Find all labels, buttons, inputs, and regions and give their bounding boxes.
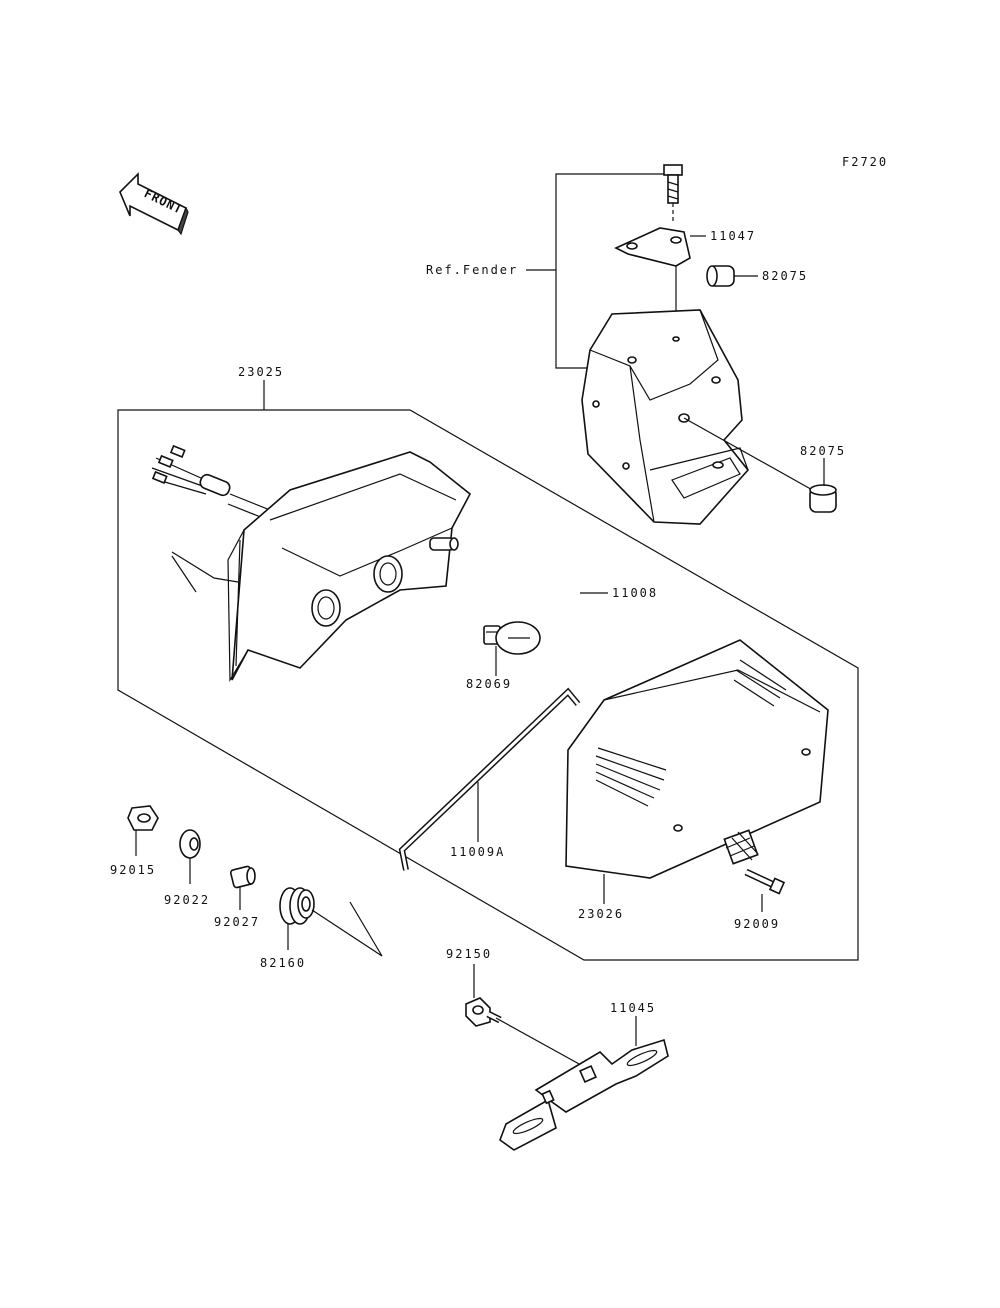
- label-92022: 92022: [164, 893, 210, 907]
- lamp-base-icon: [171, 451, 472, 683]
- label-82160: 82160: [260, 956, 306, 970]
- figure-code: F2720: [842, 155, 888, 169]
- nut-92015-icon: [127, 805, 159, 831]
- label-23026: 23026: [578, 907, 624, 921]
- kit-23025-outline: [117, 409, 859, 961]
- label-82075-lower: 82075: [800, 444, 846, 458]
- screw-92009-icon: [744, 868, 786, 895]
- ref-fender-label: Ref.Fender: [426, 263, 518, 277]
- lens-23026-icon: [565, 639, 829, 879]
- bolt-92150-icon: [465, 997, 591, 1071]
- label-11045: 11045: [610, 1001, 656, 1015]
- bulb-82069-icon: [483, 621, 541, 676]
- label-23025: 23025: [238, 365, 284, 379]
- wiring-harness-icon: [151, 444, 291, 529]
- damper-82075-top-icon: [706, 265, 735, 287]
- plate-11047-icon: [614, 227, 691, 330]
- gasket-11009A-icon: [398, 687, 581, 871]
- label-92150: 92150: [446, 947, 492, 961]
- grommet-82160-icon: [279, 887, 383, 957]
- label-92015: 92015: [110, 863, 156, 877]
- label-92009: 92009: [734, 917, 780, 931]
- ref-fender-leader: [526, 173, 668, 369]
- fender-housing-icon: [581, 309, 817, 525]
- label-82075-top: 82075: [762, 269, 808, 283]
- top-bolt-icon: [663, 164, 683, 222]
- collar-92027-icon: [229, 865, 256, 889]
- label-11009A: 11009A: [450, 845, 505, 859]
- stay-bracket-11045-icon: [499, 1038, 669, 1151]
- lens-grid-icon: [723, 829, 759, 865]
- label-11008: 11008: [612, 586, 658, 600]
- label-11047: 11047: [710, 229, 756, 243]
- washer-92022-icon: [179, 829, 201, 859]
- gasket-11008-icon: [380, 538, 588, 771]
- front-arrow-icon: FRONT: [119, 172, 189, 236]
- label-92027: 92027: [214, 915, 260, 929]
- label-82069: 82069: [466, 677, 512, 691]
- damper-82075-lower-icon: [809, 484, 837, 513]
